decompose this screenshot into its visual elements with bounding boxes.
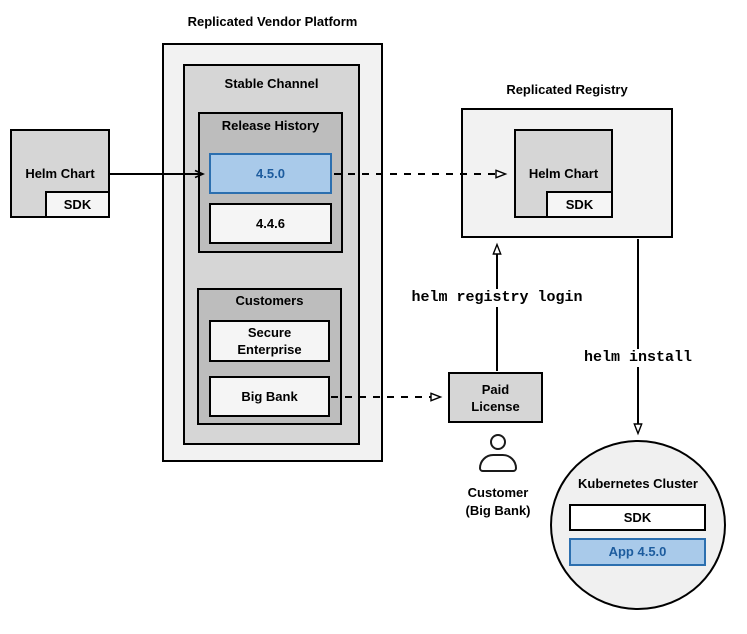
cmd-helm-install: helm install	[576, 349, 700, 367]
customers-label: Customers	[235, 293, 304, 308]
cluster-sdk-label: SDK	[623, 509, 652, 525]
cmd-helm-registry-login: helm registry login	[405, 289, 589, 307]
registry-sdk: SDK	[546, 191, 613, 218]
source-sdk: SDK	[45, 191, 110, 218]
release-4-4-6-label: 4.4.6	[256, 215, 285, 231]
source-helm-chart-label: Helm Chart	[25, 165, 95, 181]
kubernetes-cluster-label: Kubernetes Cluster	[578, 476, 698, 491]
registry-helm-chart: Helm Chart SDK	[514, 129, 613, 218]
registry-title: Replicated Registry	[506, 82, 628, 97]
stable-channel-label: Stable Channel	[224, 76, 319, 91]
customer-actor-name: Customer	[467, 485, 529, 500]
person-body-icon	[479, 454, 517, 472]
paid-license: Paid License	[448, 372, 543, 423]
cluster-app-label: App 4.5.0	[608, 544, 667, 559]
kubernetes-cluster: Kubernetes Cluster SDK App 4.5.0	[550, 440, 726, 610]
registry-container: Helm Chart SDK	[461, 108, 673, 238]
source-helm-chart: Helm Chart SDK	[10, 129, 110, 218]
stable-channel-container: Stable Channel Release History 4.5.0 4.4…	[183, 64, 360, 445]
cluster-app: App 4.5.0	[569, 538, 706, 566]
customer-actor-label: Customer (Big Bank)	[448, 484, 548, 520]
registry-helm-chart-label: Helm Chart	[528, 165, 599, 181]
release-history-container: Release History 4.5.0 4.4.6	[198, 112, 343, 253]
customer-secure-enterprise-label: Secure Enterprise	[237, 325, 302, 357]
release-history-label: Release History	[221, 118, 320, 133]
customer-actor-detail: (Big Bank)	[465, 503, 531, 518]
person-icon	[490, 434, 506, 450]
registry-sdk-label: SDK	[565, 196, 594, 212]
source-sdk-label: SDK	[63, 196, 92, 212]
vendor-platform-title: Replicated Vendor Platform	[187, 14, 358, 29]
customer-big-bank-label: Big Bank	[241, 388, 298, 404]
paid-license-label: Paid License	[471, 381, 520, 414]
cluster-sdk: SDK	[569, 504, 706, 531]
release-4-5-0: 4.5.0	[209, 153, 332, 194]
customer-secure-enterprise: Secure Enterprise	[209, 320, 330, 362]
release-4-4-6: 4.4.6	[209, 203, 332, 244]
vendor-platform-container: Stable Channel Release History 4.5.0 4.4…	[162, 43, 383, 462]
release-4-5-0-label: 4.5.0	[256, 165, 285, 181]
customers-container: Customers Secure Enterprise Big Bank	[197, 288, 342, 425]
customer-big-bank: Big Bank	[209, 376, 330, 417]
